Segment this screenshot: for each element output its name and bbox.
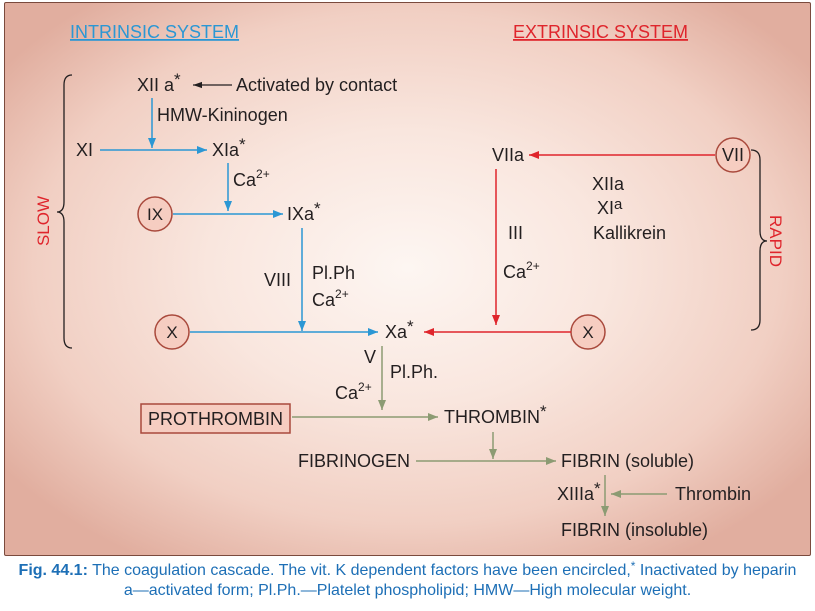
intrinsic-system-title: INTRINSIC SYSTEM bbox=[70, 22, 239, 42]
fibrin-insoluble-label: FIBRIN (insoluble) bbox=[561, 520, 708, 540]
activated-by-contact-label: Activated by contact bbox=[236, 75, 397, 95]
caption-asterisk: * bbox=[630, 559, 636, 573]
fibrinogen-label: FIBRINOGEN bbox=[298, 451, 410, 471]
factor-ix-label: IX bbox=[147, 205, 163, 224]
calcium-symbol: Ca bbox=[503, 262, 527, 282]
calcium-charge: 2+ bbox=[526, 259, 540, 273]
factor-xiia-text: XII a bbox=[137, 75, 175, 95]
caption-text-1: The coagulation cascade. The vit. K depe… bbox=[92, 562, 631, 579]
calcium-symbol: Ca bbox=[312, 290, 336, 310]
factor-viii-label: VIII bbox=[264, 270, 291, 290]
calcium-charge: 2+ bbox=[256, 167, 270, 181]
calcium-label: Ca2+ bbox=[312, 287, 349, 310]
caption-line-1: Fig. 44.1: The coagulation cascade. The … bbox=[0, 559, 815, 581]
vitamin-k-factor-x-circle-intrinsic bbox=[154, 314, 190, 350]
thrombin-label: THROMBIN* bbox=[444, 402, 547, 427]
vii-activator-xi-text: XI bbox=[597, 198, 614, 218]
caption-figure-label: Fig. 44.1: bbox=[18, 562, 88, 579]
hmw-kininogen-label: HMW-Kininogen bbox=[157, 105, 288, 125]
rapid-brace bbox=[750, 149, 768, 331]
rapid-label: RAPID bbox=[766, 215, 785, 267]
coagulation-cascade-diagram: INTRINSIC SYSTEM EXTRINSIC SYSTEM XII a*… bbox=[34, 22, 785, 540]
extrinsic-system-title: EXTRINSIC SYSTEM bbox=[513, 22, 688, 42]
vii-activator-xiia-label: XIIa bbox=[592, 174, 625, 194]
vitamin-k-factor-vii-circle bbox=[715, 137, 751, 173]
heparin-asterisk: * bbox=[407, 317, 414, 336]
factor-xiia-label: XII a* bbox=[137, 70, 181, 95]
thrombin-text: THROMBIN bbox=[444, 407, 540, 427]
platelet-phospholipid-label-common: Pl.Ph. bbox=[390, 362, 438, 382]
thrombin-input-label: Thrombin bbox=[675, 484, 751, 504]
factor-ixa-label: IXa* bbox=[287, 199, 321, 224]
factor-xi-label: XI bbox=[76, 140, 93, 160]
fibrin-soluble-label: FIBRIN (soluble) bbox=[561, 451, 694, 471]
factor-xa-label: Xa* bbox=[385, 317, 414, 342]
factor-x-label-intrinsic: X bbox=[166, 323, 177, 342]
heparin-asterisk: * bbox=[314, 199, 321, 218]
slow-brace bbox=[56, 74, 73, 349]
heparin-asterisk: * bbox=[174, 70, 181, 89]
factor-xia-label: XIa* bbox=[212, 135, 246, 160]
diagram-panel bbox=[4, 2, 811, 556]
vitamin-k-factor-ix-circle bbox=[137, 196, 173, 232]
factor-xia-text: XIa bbox=[212, 140, 240, 160]
figure-caption: Fig. 44.1: The coagulation cascade. The … bbox=[0, 559, 815, 601]
factor-xiiia-label: XIIIa* bbox=[557, 479, 601, 504]
vitamin-k-prothrombin-box bbox=[140, 403, 291, 434]
calcium-charge: 2+ bbox=[335, 287, 349, 301]
factor-x-label-extrinsic: X bbox=[582, 323, 593, 342]
factor-iii-label: III bbox=[508, 223, 523, 243]
factor-xa-text: Xa bbox=[385, 322, 408, 342]
caption-text-2: Inactivated by heparin bbox=[639, 562, 797, 579]
vii-activator-xi-sup: a bbox=[614, 196, 623, 213]
calcium-symbol: Ca bbox=[335, 383, 359, 403]
factor-xiiia-text: XIIIa bbox=[557, 484, 595, 504]
vii-activator-xia-label: XIa bbox=[597, 196, 623, 218]
calcium-label: Ca2+ bbox=[503, 259, 540, 282]
calcium-charge: 2+ bbox=[358, 380, 372, 394]
vii-activator-kallikrein-label: Kallikrein bbox=[593, 223, 666, 243]
factor-v-label: V bbox=[364, 347, 376, 367]
heparin-asterisk: * bbox=[239, 135, 246, 154]
calcium-label: Ca2+ bbox=[335, 380, 372, 403]
factor-viia-label: VIIa bbox=[492, 145, 525, 165]
calcium-symbol: Ca bbox=[233, 170, 257, 190]
caption-line-2: a—activated form; Pl.Ph.—Platelet phosph… bbox=[123, 582, 692, 599]
factor-vii-label: VII bbox=[722, 145, 744, 165]
prothrombin-label: PROTHROMBIN bbox=[148, 409, 283, 429]
factor-ixa-text: IXa bbox=[287, 204, 315, 224]
heparin-asterisk: * bbox=[540, 402, 547, 421]
calcium-label: Ca2+ bbox=[233, 167, 270, 190]
heparin-asterisk: * bbox=[594, 479, 601, 498]
platelet-phospholipid-label: Pl.Ph bbox=[312, 263, 355, 283]
slow-label: SLOW bbox=[34, 196, 53, 246]
